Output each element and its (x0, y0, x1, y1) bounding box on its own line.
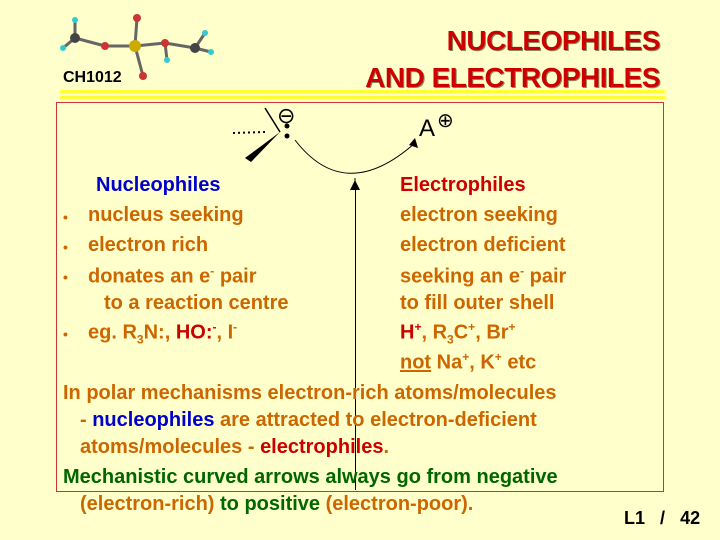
bullet: • (63, 239, 68, 255)
curved-arrow-text-line2: (electron-rich) to positive (electron-po… (80, 493, 474, 515)
polar-mechanism-text-line3: atoms/molecules - electrophiles. (80, 436, 390, 458)
nucleophile-trait: electron rich (88, 234, 209, 256)
course-code: CH1012 (63, 69, 122, 86)
content-box (56, 102, 664, 492)
bullet: • (63, 269, 68, 285)
nucleophile-trait: donates an e- pair (88, 264, 257, 288)
nucleophile-trait-continued: to a reaction centre (104, 292, 289, 314)
slide-number: L1 / 42 (624, 508, 701, 528)
slide-title-line2: AND ELECTROPHILES (365, 62, 660, 93)
nucleophile-trait: nucleus seeking (88, 204, 244, 226)
nucleophile-examples: eg. R3N:, HO:-, I- (88, 320, 238, 347)
bullet: • (63, 326, 68, 342)
electrophile-trait-continued: to fill outer shell (400, 292, 555, 314)
title-rule (60, 90, 665, 93)
electrophile-examples: H+, R3C+, Br+ (400, 320, 516, 347)
electrophile-charge: ⊕ (437, 110, 454, 132)
polar-mechanism-text-line2: - nucleophiles are attracted to electron… (80, 409, 537, 431)
center-line (355, 190, 356, 490)
electrophile-trait: electron deficient (400, 234, 566, 256)
electrophile-trait: seeking an e- pair (400, 264, 567, 288)
electrophiles-header: Electrophiles (400, 174, 526, 196)
nucleophile-charge: ⊖ (277, 103, 296, 128)
slide-title-line1: NUCLEOPHILES (446, 25, 661, 56)
electrophile-non-examples: not Na+, K+ etc (400, 350, 537, 374)
nucleophiles-header: Nucleophiles (96, 174, 221, 196)
title-rule-2 (60, 96, 665, 99)
polar-mechanism-text-line1: In polar mechanisms electron-rich atoms/… (63, 382, 557, 404)
center-arrow-head (350, 180, 360, 190)
molecule-logo (60, 14, 214, 80)
electrophile-atom: A (419, 115, 436, 142)
electrophile-trait: electron seeking (400, 204, 558, 226)
curved-arrow-text-line1: Mechanistic curved arrows always go from… (63, 466, 558, 488)
bullet: • (63, 209, 68, 225)
